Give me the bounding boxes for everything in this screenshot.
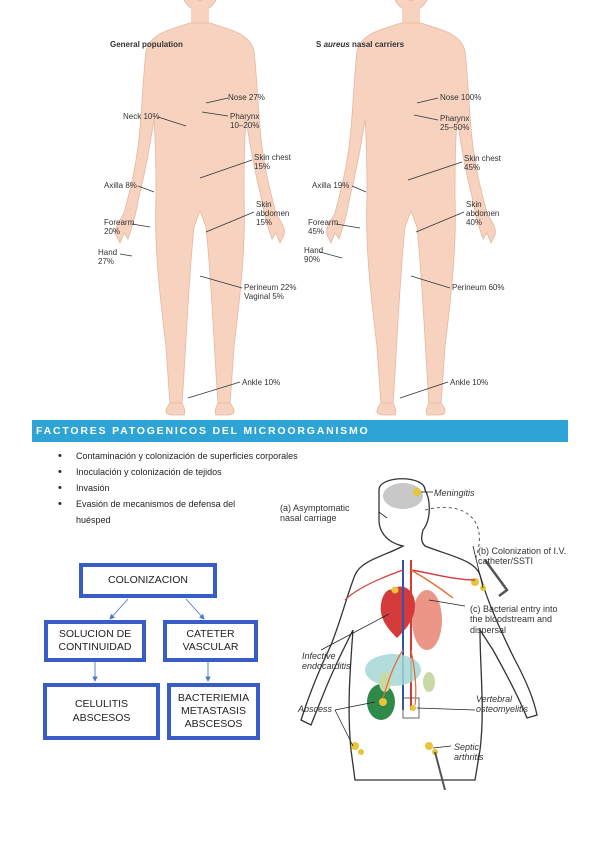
label-left-nose: Nose 27% <box>228 93 265 102</box>
body-colonization-figure <box>115 0 496 416</box>
label-catheter-colonization: (b) Colonization of I.V. catheter/SSTI <box>478 546 567 567</box>
label-bloodstream-entry: (c) Bacterial entry into the bloodstream… <box>470 604 558 635</box>
label-right-hand: Hand 90% <box>304 246 324 265</box>
label-endocarditis: Infective endocarditis <box>302 651 351 672</box>
factors-bullet-list: Contaminación y colonización de superfic… <box>56 448 326 528</box>
box-solucion-de-continuidad: SOLUCION DE CONTINUIDAD <box>44 620 146 662</box>
box-celulitis-abscesos: CELULITIS ABSCESOS <box>43 683 160 740</box>
label-left-pharynx: Pharynx 10–20% <box>230 112 260 131</box>
staph-infection-illustration <box>300 478 538 790</box>
flowchart-connectors <box>92 598 211 682</box>
leader-lines-right <box>319 97 465 399</box>
label-left-axilla: Axilla 8% <box>104 181 137 190</box>
leader-lines-left <box>119 97 255 399</box>
box-cateter-vascular: CATETER VASCULAR <box>163 620 258 662</box>
list-item: Invasión <box>56 480 326 496</box>
title-general-population: General population <box>110 40 183 49</box>
label-left-skin-abdomen: Skin abdomen 15% <box>256 200 290 228</box>
label-vertebral-osteomyelitis: Vertebral osteomyelitis <box>476 694 529 715</box>
list-item: Inoculación y colonización de tejidos <box>56 464 326 480</box>
label-right-forearm: Forearm 45% <box>308 218 339 237</box>
box-bacteriemia: BACTERIEMIA METASTASIS ABSCESOS <box>167 683 260 740</box>
box-colonizacion: COLONIZACION <box>79 563 217 598</box>
label-nasal-carriage: (a) Asymptomatic nasal carriage <box>280 503 350 524</box>
label-left-forearm: Forearm 20% <box>104 218 135 237</box>
label-left-skin-chest: Skin chest 15% <box>254 153 291 172</box>
list-item: Evasión de mecanismos de defensa del hué… <box>56 496 326 528</box>
label-left-hand: Hand 27% <box>98 248 118 267</box>
label-left-ankle: Ankle 10% <box>242 378 281 387</box>
label-right-nose: Nose 100% <box>440 93 482 102</box>
label-left-neck: Neck 10% <box>123 112 160 121</box>
title-nasal-carriers: S aureus nasal carriers <box>316 40 405 49</box>
label-left-perineum: Perineum 22% Vaginal 5% <box>244 283 297 302</box>
label-meningitis: Meningitis <box>434 488 475 498</box>
label-septic-arthritis: Septic arthritis <box>454 742 484 763</box>
label-right-pharynx: Pharynx 25–50% <box>440 114 470 133</box>
label-right-perineum: Perineum 60% <box>452 283 505 292</box>
label-right-axilla: Axilla 19% <box>312 181 350 190</box>
list-item: Contaminación y colonización de superfic… <box>56 448 326 464</box>
label-right-skin-abdomen: Skin abdomen 40% <box>466 200 500 228</box>
label-abscess: Abscess <box>298 704 333 714</box>
section-heading-banner: FACTORES PATOGENICOS DEL MICROORGANISMO <box>32 420 568 442</box>
label-right-skin-chest: Skin chest 45% <box>464 154 501 173</box>
label-right-ankle: Ankle 10% <box>450 378 489 387</box>
